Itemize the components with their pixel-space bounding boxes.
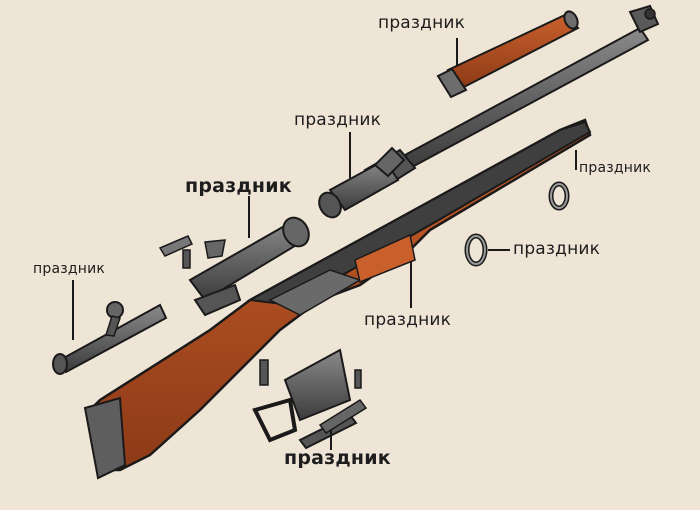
label-bolt-parts: праздник <box>33 261 106 277</box>
label-magazine: праздник <box>284 447 391 469</box>
receiver <box>158 216 310 317</box>
label-handguard: праздник <box>378 13 466 33</box>
bolt-parts <box>52 301 168 375</box>
barrel-bands <box>464 181 570 267</box>
label-receiver: праздник <box>185 175 292 197</box>
label-bolt: праздник <box>294 110 382 130</box>
magazine-assembly <box>252 348 368 450</box>
label-barrel-band: праздник <box>579 160 652 176</box>
label-bands: праздник <box>513 239 601 259</box>
stock <box>83 118 592 480</box>
leader-lines <box>72 38 577 450</box>
upper-handguard <box>436 10 580 99</box>
label-stock: праздник <box>364 310 452 330</box>
bolt <box>318 146 406 219</box>
